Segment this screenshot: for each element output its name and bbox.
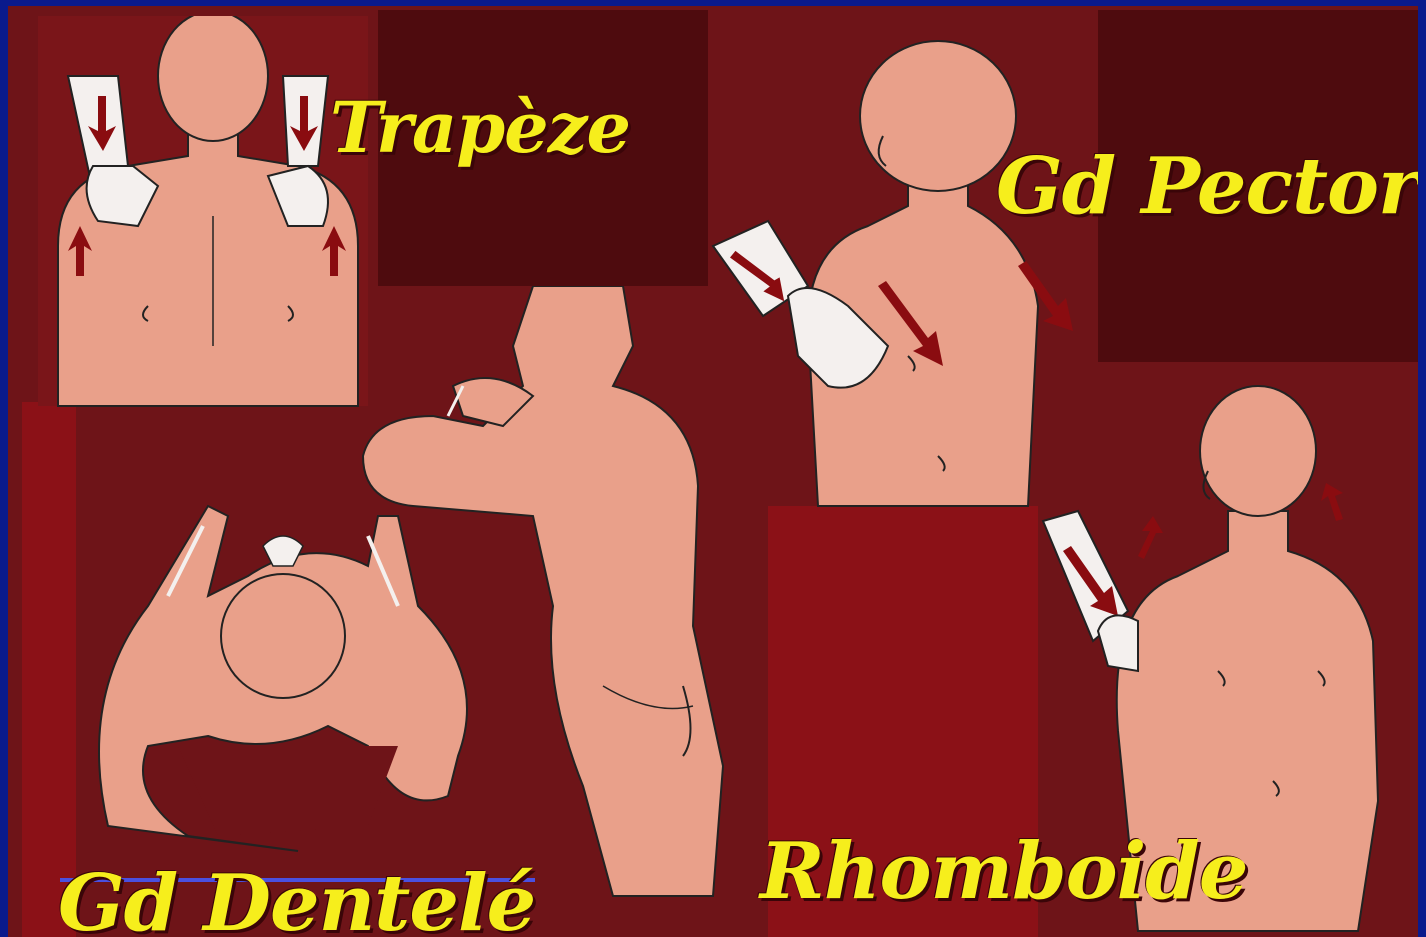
slide-canvas: Trapèze Gd Pectora Gd Dentelé Rhomboide bbox=[8, 6, 1418, 937]
label-rhomboide: Rhomboide bbox=[760, 826, 1247, 917]
figure-dentele bbox=[68, 496, 488, 896]
label-dentele: Gd Dentelé bbox=[58, 858, 535, 937]
label-trapeze: Trapèze bbox=[330, 86, 630, 169]
figure-pectoral bbox=[708, 26, 1088, 526]
label-pectoral: Gd Pectora bbox=[996, 141, 1418, 232]
figure-trapeze bbox=[38, 16, 398, 416]
